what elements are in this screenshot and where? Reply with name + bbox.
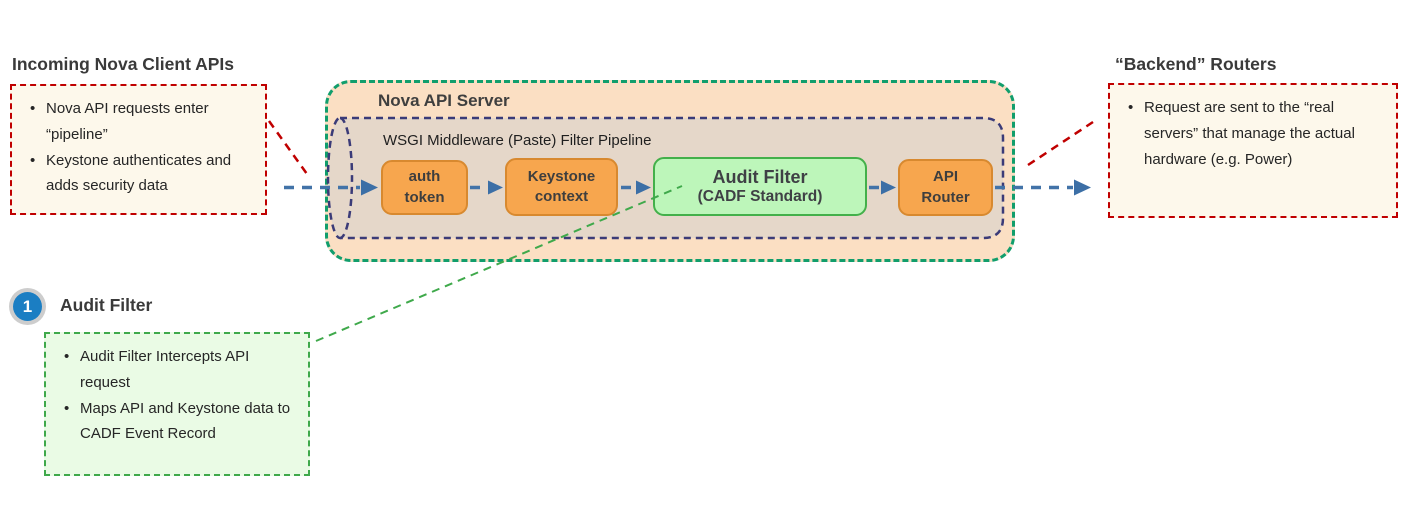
audit-filter-stage-box: Audit Filter (CADF Standard) [653, 157, 867, 216]
audit-filter-stage-subtitle: (CADF Standard) [697, 187, 823, 205]
stage-label-line: Router [921, 188, 970, 206]
stage-label-line: auth [408, 168, 441, 186]
backend-routers-heading: “Backend” Routers [1115, 54, 1277, 74]
arrowhead-icon [1074, 179, 1091, 196]
audit-filter-bullet-list: Audit Filter Intercepts API request Maps… [46, 334, 308, 455]
audit-filter-callout-box: Audit Filter Intercepts API request Maps… [44, 332, 310, 476]
nova-api-server-title: Nova API Server [378, 91, 510, 110]
incoming-apis-note-box: Nova API requests enter “pipeline” Keyst… [10, 84, 267, 215]
incoming-apis-heading: Incoming Nova Client APIs [12, 54, 235, 74]
stage-label-line: Keystone [527, 167, 596, 185]
backend-routers-note-box: Request are sent to the “real servers” t… [1108, 83, 1398, 218]
backend-pointer-line [1027, 120, 1094, 167]
list-item: Request are sent to the “real servers” t… [1120, 95, 1388, 172]
stage-label-line: context [534, 188, 589, 205]
incoming-pointer-line [267, 120, 309, 175]
api-router-stage-box: API Router [898, 159, 993, 216]
auth-token-stage-box: auth token [381, 160, 468, 215]
step-badge-number: 1 [13, 292, 42, 321]
backend-routers-bullet-list: Request are sent to the “real servers” t… [1110, 85, 1396, 180]
list-item: Nova API requests enter “pipeline” [22, 96, 257, 148]
callout-audit-filter-heading: Audit Filter [60, 295, 153, 315]
keystone-context-stage-box: Keystone context [505, 158, 618, 216]
incoming-apis-bullet-list: Nova API requests enter “pipeline” Keyst… [12, 86, 265, 207]
step-badge: 1 [9, 288, 46, 325]
audit-filter-stage-title: Audit Filter [712, 166, 808, 187]
stage-label-line: API [932, 168, 958, 186]
wsgi-pipeline-title: WSGI Middleware (Paste) Filter Pipeline [383, 132, 652, 149]
stage-label-line: token [404, 188, 445, 206]
list-item: Audit Filter Intercepts API request [56, 344, 300, 396]
list-item: Keystone authenticates and adds security… [22, 148, 257, 200]
list-item: Maps API and Keystone data to CADF Event… [56, 396, 300, 448]
